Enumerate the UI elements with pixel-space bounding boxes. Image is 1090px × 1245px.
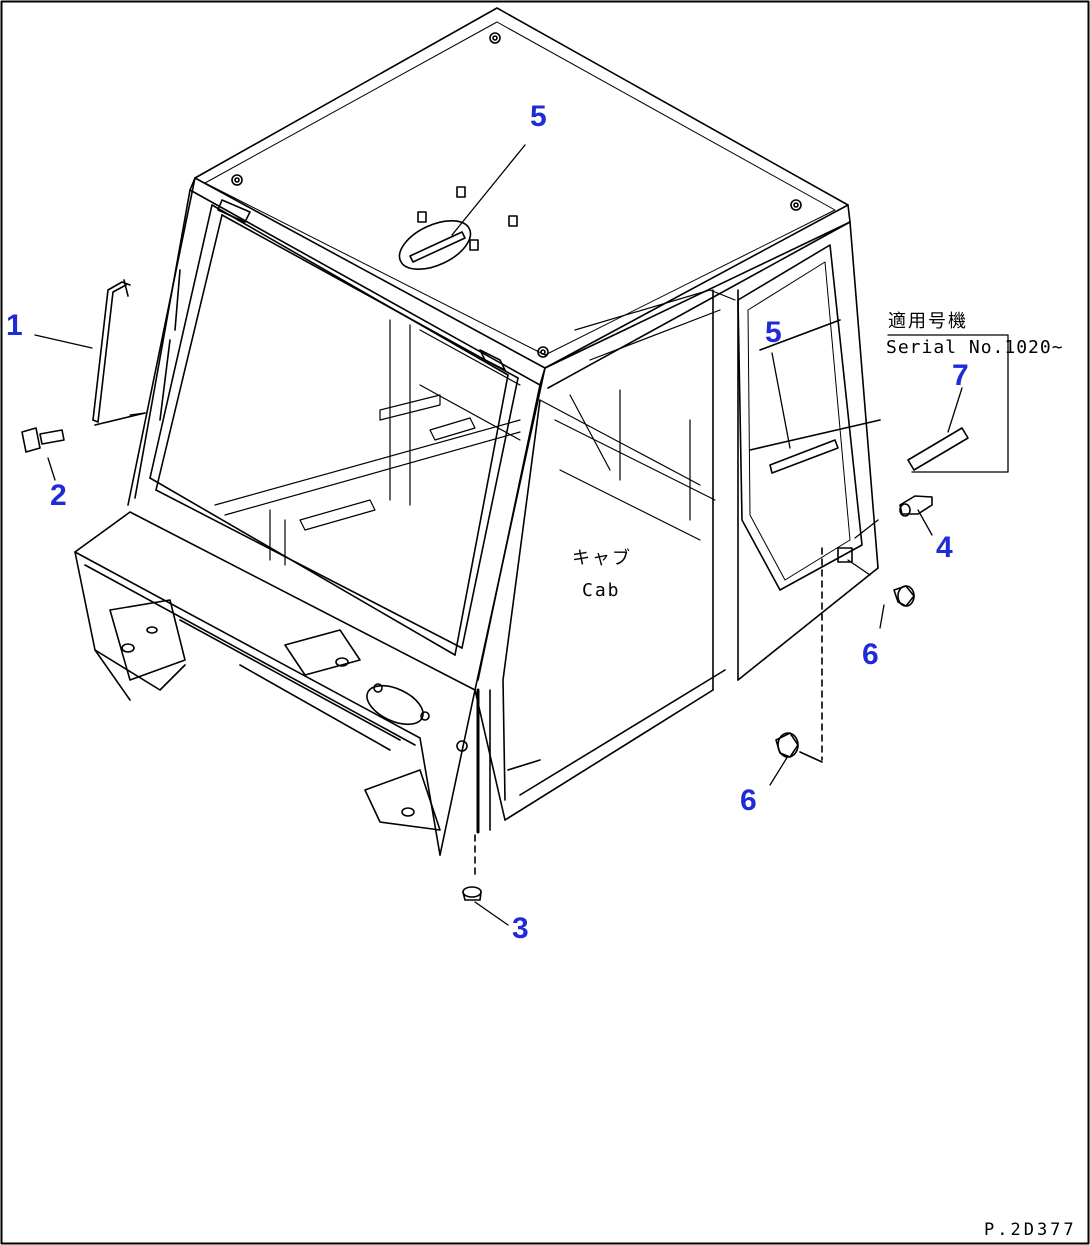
cab-label-jp: キャブ xyxy=(572,548,632,569)
leader-lines xyxy=(34,144,963,926)
callout-6-upper: 6 xyxy=(862,638,879,671)
page-code: P.2D377 xyxy=(984,1220,1077,1240)
cab-right-side xyxy=(474,221,881,834)
bolt-part xyxy=(21,427,65,453)
callout-1: 1 xyxy=(6,309,23,342)
callout-4: 4 xyxy=(936,531,953,564)
callout-5-roof: 5 xyxy=(530,100,547,133)
callout-2: 2 xyxy=(50,479,67,512)
serial-note-en: Serial No.1020~ xyxy=(886,337,1064,358)
plate-part xyxy=(887,334,1009,473)
fitting-part xyxy=(899,495,933,517)
callout-6-lower: 6 xyxy=(740,784,757,817)
bushing-parts xyxy=(775,547,915,763)
handrail-part xyxy=(92,279,146,426)
plug-part xyxy=(462,834,482,901)
callout-7: 7 xyxy=(952,359,969,392)
callout-5-rear: 5 xyxy=(765,316,782,349)
callout-3: 3 xyxy=(512,912,529,945)
cab-label-en: Cab xyxy=(582,580,621,601)
serial-note-jp: 適用号機 xyxy=(888,311,968,332)
cab-interior xyxy=(214,289,736,566)
cab-front-dash xyxy=(74,511,476,856)
cab-roof xyxy=(189,7,851,389)
cab-front-frame xyxy=(127,177,546,691)
